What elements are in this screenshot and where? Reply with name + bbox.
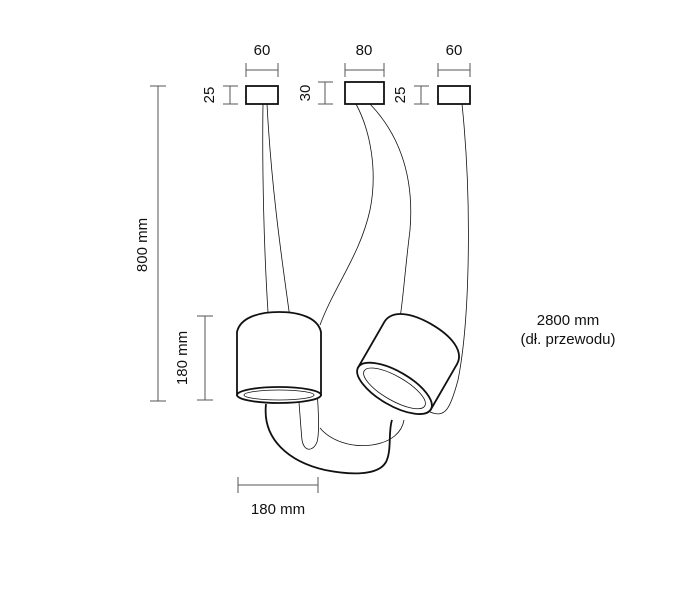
canopy-left — [245, 85, 279, 105]
cables — [262, 103, 469, 475]
cable-length-note: 2800 mm (dł. przewodu) — [520, 312, 615, 348]
canopy-middle-width-label: 80 — [356, 42, 373, 59]
canopy-right-height-dimension: 25 — [392, 85, 429, 105]
canopy-left-width-label: 60 — [254, 42, 271, 59]
canopy-right — [437, 85, 471, 105]
canopy-right-width-dimension: 60 — [437, 42, 471, 77]
canopy-left-width-dimension: 60 — [245, 42, 279, 77]
lamp-diameter-label: 180 mm — [251, 501, 305, 518]
canopy-left-height-dimension: 25 — [201, 85, 238, 105]
lamp-diameter-dimension: 180 mm — [237, 477, 319, 518]
canopy-left-height-label: 25 — [201, 87, 218, 104]
lamp-left — [236, 311, 322, 404]
canopy-middle-height-dimension: 30 — [297, 81, 333, 105]
canopy-middle-height-label: 30 — [297, 85, 314, 102]
total-height-dimension: 800 mm — [134, 85, 166, 402]
cable-length-description: (dł. przewodu) — [520, 331, 615, 348]
canopy-right-width-label: 60 — [446, 42, 463, 59]
cable-length-label: 2800 mm — [537, 312, 600, 329]
lamp-height-dimension: 180 mm — [174, 315, 213, 401]
canopy-middle — [344, 81, 385, 105]
lamp-right — [356, 313, 460, 415]
total-height-label: 800 mm — [134, 218, 151, 272]
lamp-height-label: 180 mm — [174, 331, 191, 385]
canopy-right-height-label: 25 — [392, 87, 409, 104]
canopy-middle-width-dimension: 80 — [344, 42, 385, 77]
